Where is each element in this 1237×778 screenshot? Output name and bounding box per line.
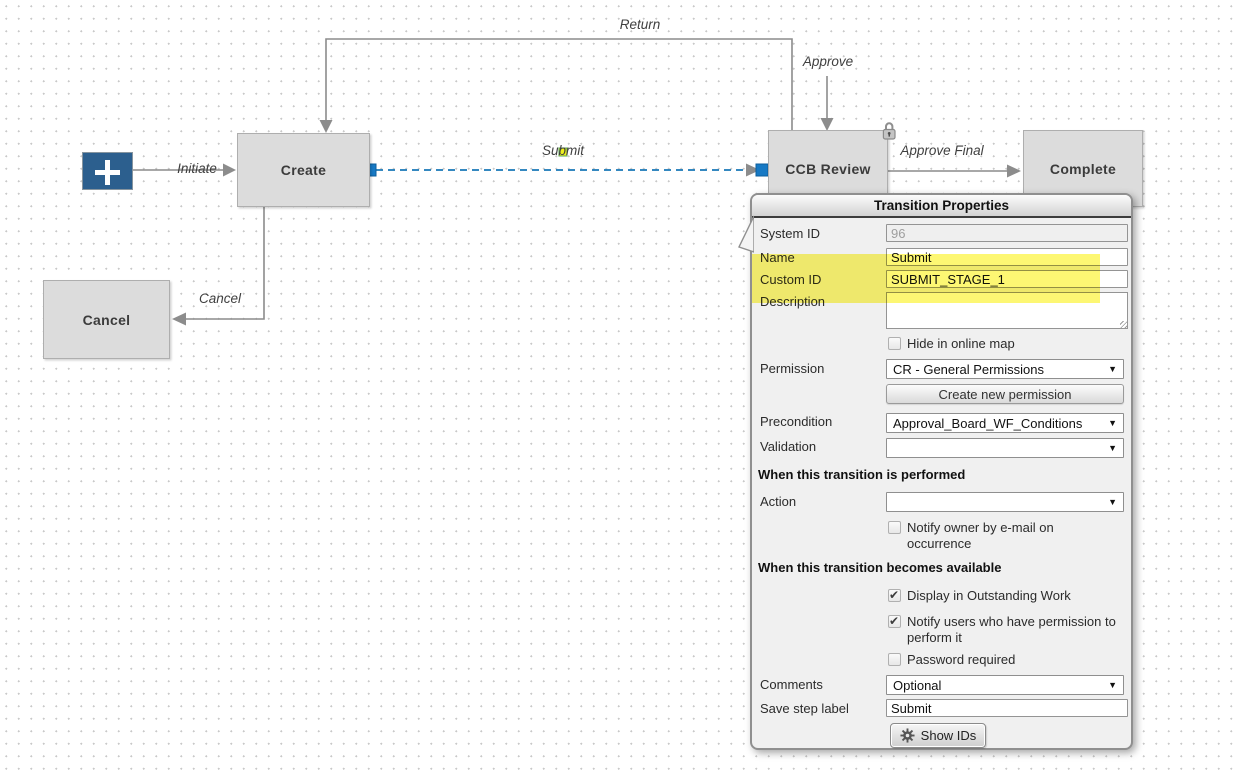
description-textarea[interactable] — [886, 292, 1128, 329]
section-becomes-available: When this transition becomes available — [758, 560, 1002, 575]
custom-id-input[interactable] — [886, 270, 1128, 288]
permission-label: Permission — [760, 361, 825, 376]
transition-label-approve[interactable]: Approve — [802, 54, 854, 69]
state-cancel[interactable]: Cancel — [43, 280, 170, 359]
chevron-down-icon: ▼ — [1108, 443, 1117, 453]
comments-label: Comments — [760, 677, 823, 692]
precondition-label: Precondition — [760, 414, 833, 429]
arrowhead-cancel — [172, 312, 186, 326]
transition-label-cancel[interactable]: Cancel — [198, 291, 242, 306]
custom-id-label: Custom ID — [760, 272, 822, 287]
comments-select-value: Optional — [893, 677, 942, 693]
section-when-performed: When this transition is performed — [758, 467, 966, 482]
save-step-label-input[interactable] — [886, 699, 1128, 717]
password-required-label: Password required — [907, 652, 1016, 667]
notify-owner-checkbox[interactable] — [888, 521, 901, 534]
lock-icon — [882, 122, 896, 140]
show-ids-button-label: Show IDs — [920, 728, 977, 743]
arrowhead-initiate — [223, 163, 236, 177]
chevron-down-icon: ▼ — [1108, 680, 1117, 690]
transition-label-approve-final[interactable]: Approve Final — [900, 143, 984, 158]
validation-select[interactable]: ▼ — [886, 438, 1124, 458]
action-label: Action — [760, 494, 797, 509]
state-create-label: Create — [280, 162, 327, 178]
initial-state[interactable] — [82, 152, 133, 190]
transition-line-cancel[interactable] — [172, 207, 265, 326]
dialog-title: Transition Properties — [752, 195, 1131, 218]
create-new-permission-button[interactable]: Create new permission — [886, 384, 1124, 404]
system-id-label: System ID — [760, 226, 820, 241]
notify-owner-label: Notify owner by e-mail on occurrence — [907, 520, 1054, 551]
comments-select[interactable]: Optional ▼ — [886, 675, 1124, 695]
transition-line-approve[interactable] — [820, 76, 834, 131]
precondition-select[interactable]: Approval_Board_WF_Conditions ▼ — [886, 413, 1124, 433]
transition-line-initiate[interactable] — [133, 163, 236, 177]
state-create[interactable]: Create — [237, 133, 370, 207]
hide-in-online-map-label: Hide in online map — [907, 336, 1015, 351]
arrowhead-approve — [820, 118, 834, 131]
arrowhead-approve-final — [1007, 164, 1021, 178]
show-ids-button[interactable]: Show IDs — [890, 723, 986, 748]
arrowhead-return — [319, 120, 333, 133]
name-input[interactable] — [886, 248, 1128, 266]
transition-line-approve-final[interactable] — [888, 164, 1021, 178]
permission-select-value: CR - General Permissions — [893, 361, 1044, 377]
action-select[interactable]: ▼ — [886, 492, 1124, 512]
precondition-select-value: Approval_Board_WF_Conditions — [893, 415, 1083, 431]
arrowhead-submit — [746, 163, 760, 177]
description-label: Description — [760, 294, 826, 309]
name-label: Name — [760, 250, 795, 265]
hide-in-online-map-checkbox[interactable] — [888, 337, 901, 350]
save-step-label-label: Save step label — [760, 701, 849, 716]
submit-handle-mid[interactable] — [558, 147, 568, 157]
gear-icon — [900, 728, 915, 743]
chevron-down-icon: ▼ — [1108, 497, 1117, 507]
display-outstanding-checkbox[interactable] — [888, 588, 901, 602]
transition-label-submit[interactable]: Submit — [541, 143, 585, 158]
password-required-checkbox[interactable] — [888, 653, 901, 666]
state-ccb-review-label: CCB Review — [785, 161, 871, 177]
transition-properties-dialog: Transition Properties System ID Name Cus… — [738, 193, 1133, 750]
state-complete-label: Complete — [1049, 160, 1117, 177]
submit-handle-end[interactable] — [755, 163, 769, 177]
transition-line-return[interactable] — [319, 38, 793, 133]
dialog-pointer — [738, 215, 754, 253]
transition-label-initiate[interactable]: Initiate — [177, 161, 217, 176]
validation-label: Validation — [760, 439, 817, 454]
notify-users-label: Notify users who have permission to perf… — [907, 614, 1116, 645]
system-id-input — [886, 224, 1128, 242]
transition-label-return[interactable]: Return — [619, 17, 661, 32]
notify-users-checkbox[interactable] — [888, 614, 901, 628]
state-cancel-label: Cancel — [82, 311, 131, 328]
display-outstanding-label: Display in Outstanding Work — [907, 588, 1071, 603]
permission-select[interactable]: CR - General Permissions ▼ — [886, 359, 1124, 379]
chevron-down-icon: ▼ — [1108, 364, 1117, 374]
chevron-down-icon: ▼ — [1108, 418, 1117, 428]
